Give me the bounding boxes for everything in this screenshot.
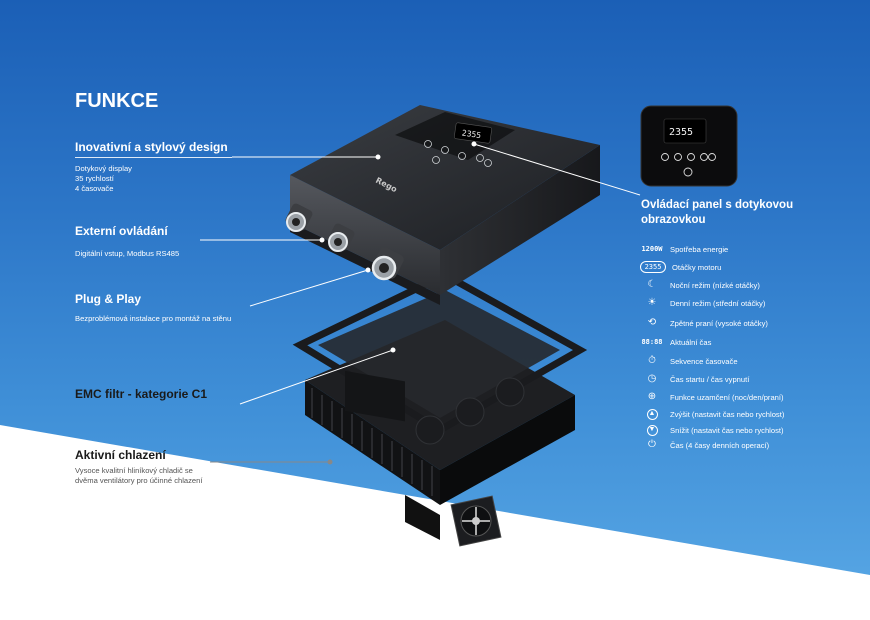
feature-plug-play-body: Bezproblémová instalace pro montáž na st… <box>75 314 232 323</box>
touch-panel-thumbnail: 2355 <box>640 105 738 187</box>
clock-icon: ◷ <box>647 373 657 384</box>
feature-cooling-line: Vysoce kvalitní hliníkový chladič se <box>75 466 193 475</box>
legend-row-night: ☾ Noční režim (nízké otáčky) <box>640 278 760 292</box>
legend-row-increase: ▲ Zvýšit (nastavit čas nebo rychlost) <box>640 407 784 421</box>
lock-function-icon: ⊕ <box>647 391 657 402</box>
timer-sequence-icon: ⏱ <box>648 355 656 366</box>
legend-label: Denní režim (střední otáčky) <box>670 298 766 308</box>
backwash-icon: ⟲ <box>647 317 657 328</box>
svg-text:2355: 2355 <box>669 127 693 138</box>
legend-row-backwash: ⟲ Zpětné praní (vysoké otáčky) <box>640 316 768 330</box>
power-readout-icon: 1200W <box>641 245 663 253</box>
speed-readout-icon: 2355 <box>640 261 666 273</box>
feature-cooling-title: Aktivní chlazení <box>75 448 166 462</box>
feature-cooling-body: Vysoce kvalitní hliníkový chladič se dvě… <box>75 466 202 486</box>
legend-row-power: 1200W Spotřeba energie <box>640 242 728 256</box>
panel-title-line: obrazovkou <box>641 214 706 226</box>
feature-design-line: 4 časovače <box>75 184 114 193</box>
feature-design-line: 35 rychlostí <box>75 174 114 183</box>
legend-label: Noční režim (nízké otáčky) <box>670 280 760 290</box>
legend-row-decrease: ▼ Snížit (nastavit čas nebo rychlost) <box>640 423 784 437</box>
feature-design-rule <box>75 157 232 158</box>
panel-title-line: Ovládací panel s dotykovou <box>641 199 794 211</box>
panel-section-title: Ovládací panel s dotykovou obrazovkou <box>641 198 793 228</box>
legend-row-daily-times: ⏻ Čas (4 časy denních operací) <box>640 438 769 452</box>
legend-label: Čas (4 časy denních operací) <box>670 440 770 450</box>
feature-design-body: Dotykový display 35 rychlostí 4 časovače <box>75 164 132 194</box>
clock-readout-icon: 88:88 <box>641 338 663 346</box>
legend-label: Zvýšit (nastavit čas nebo rychlost) <box>670 409 785 419</box>
feature-design-line: Dotykový display <box>75 164 132 173</box>
legend-row-start-stop: ◷ Čas startu / čas vypnutí <box>640 372 750 386</box>
legend-row-speed: 2355 Otáčky motoru <box>640 260 721 274</box>
feature-cooling-line: dvěma ventilátory pro účinné chlazení <box>75 476 203 485</box>
legend-label: Spotřeba energie <box>670 244 729 254</box>
feature-external-control-body: Digitální vstup, Modbus RS485 <box>75 249 180 258</box>
feature-external-control-title: Externí ovládání <box>75 224 168 238</box>
power-icon: ⏻ <box>648 439 656 450</box>
legend-row-time: 88:88 Aktuální čas <box>640 335 711 349</box>
moon-icon: ☾ <box>647 279 657 290</box>
legend-label: Otáčky motoru <box>672 262 722 272</box>
sun-icon: ☀ <box>647 297 657 308</box>
feature-plug-play-title: Plug & Play <box>75 292 142 306</box>
legend-label: Snížit (nastavit čas nebo rychlost) <box>670 425 784 435</box>
increase-icon: ▲ <box>640 408 664 420</box>
feature-emc-title: EMC filtr - kategorie C1 <box>75 387 208 401</box>
legend-label: Čas startu / čas vypnutí <box>670 374 750 384</box>
legend-row-lock: ⊕ Funkce uzamčení (noc/den/praní) <box>640 390 784 404</box>
legend-row-timer-seq: ⏱ Sekvence časovače <box>640 354 738 368</box>
svg-text:2355: 2355 <box>461 128 482 140</box>
legend-label: Zpětné praní (vysoké otáčky) <box>670 318 768 328</box>
legend-label: Sekvence časovače <box>670 356 738 366</box>
feature-design-title: Inovativní a stylový design <box>75 140 228 154</box>
legend-row-day: ☀ Denní režim (střední otáčky) <box>640 296 766 310</box>
page-title: FUNKCE <box>75 90 159 112</box>
legend-label: Funkce uzamčení (noc/den/praní) <box>670 392 784 402</box>
legend-label: Aktuální čas <box>670 337 712 347</box>
decrease-icon: ▼ <box>640 424 664 436</box>
